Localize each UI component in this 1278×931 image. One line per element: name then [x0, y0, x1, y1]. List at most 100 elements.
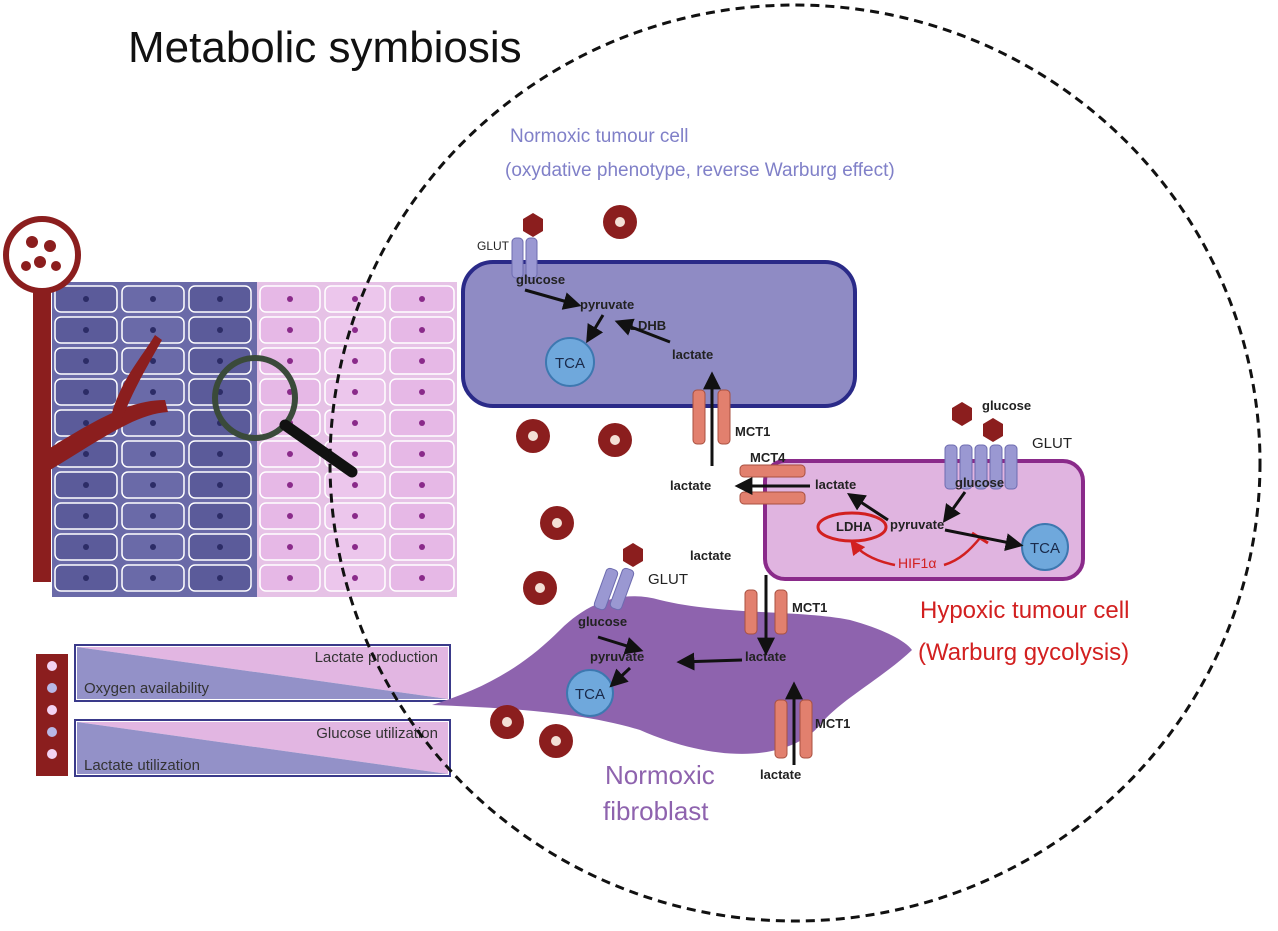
fibroblast-tca-label: TCA [575, 686, 605, 703]
cell-nucleus [419, 513, 425, 519]
cell-nucleus [419, 482, 425, 488]
zoom-circle [328, 3, 1262, 923]
cell-nucleus [150, 544, 156, 550]
cell-nucleus [83, 513, 89, 519]
cell-nucleus [150, 389, 156, 395]
normoxic-pyruvate-label: pyruvate [580, 297, 634, 312]
cell-nucleus [352, 482, 358, 488]
lactate-production-label: Lactate production [315, 649, 438, 666]
normoxic-lactate-label: lactate [672, 347, 713, 362]
cell-nucleus [83, 389, 89, 395]
hypoxic-cell-body [763, 459, 1085, 581]
cell-nucleus [83, 482, 89, 488]
red-blood-cells [490, 205, 637, 758]
cell-nucleus [83, 451, 89, 457]
fibroblast-mct-upper-label: MCT1 [792, 600, 827, 615]
hif-label: HIF1α [898, 555, 936, 571]
cell-nucleus [352, 575, 358, 581]
cell-nucleus [217, 358, 223, 364]
cell-nucleus [352, 513, 358, 519]
glucose-utilization-label: Glucose utilization [316, 725, 438, 742]
cell-nucleus [83, 544, 89, 550]
fibroblast-mct-lower-label: MCT1 [815, 716, 850, 731]
cell-nucleus [419, 420, 425, 426]
fibroblast-body [432, 596, 912, 754]
normoxic-fibroblast: GLUT glucose pyruvate lactate TCA lactat… [432, 543, 912, 826]
hypoxic-tumour-cell: glucose GLUT glucose pyruvate lactate LD… [670, 398, 1129, 666]
cell-nucleus [83, 420, 89, 426]
cell-nucleus [83, 327, 89, 333]
tissue-section [3, 216, 457, 597]
fibroblast-glucose-label: glucose [578, 614, 627, 629]
hypoxic-glut-label: GLUT [1032, 435, 1072, 452]
cell-nucleus [217, 513, 223, 519]
fibroblast-upper-mct-icon [744, 589, 788, 635]
normoxic-glut-label: GLUT [477, 239, 510, 253]
fibroblast-glut-label: GLUT [648, 571, 688, 588]
cell-nucleus [352, 420, 358, 426]
normoxic-tca-icon [545, 337, 595, 387]
cell-nucleus [419, 358, 425, 364]
hypoxic-glucose-label: glucose [955, 475, 1004, 490]
cell-nucleus [352, 358, 358, 364]
normoxic-glucose-label: glucose [516, 272, 565, 287]
cell-nucleus [217, 327, 223, 333]
normoxic-mct-transporter-icon [692, 389, 731, 445]
cell-nucleus [217, 482, 223, 488]
cell-nucleus [217, 451, 223, 457]
cell-nucleus [419, 451, 425, 457]
cell-nucleus [150, 451, 156, 457]
lactate-utilization-wedge [77, 722, 448, 774]
cell-nucleus [287, 358, 293, 364]
rbc-icon [603, 205, 637, 239]
diagram-title: Metabolic symbiosis [128, 23, 522, 72]
cell-nucleus [352, 544, 358, 550]
hypoxic-glut-transporter-icon [944, 444, 1018, 490]
cell-nucleus [352, 327, 358, 333]
cell-nucleus [287, 296, 293, 302]
rbc-icon [523, 571, 557, 605]
cell-nucleus [150, 358, 156, 364]
glucose-hexagon-icon [623, 543, 643, 567]
fibroblast-lower-mct-icon [774, 699, 813, 759]
fibroblast-lactate-top-label: lactate [690, 548, 731, 563]
fibroblast-glut-transporter-icon [593, 567, 635, 611]
cell-nucleus [287, 482, 293, 488]
cell-nucleus [83, 358, 89, 364]
hypoxic-pyruvate-label: pyruvate [890, 517, 944, 532]
cell-nucleus [287, 575, 293, 581]
cell-nucleus [217, 544, 223, 550]
cell-nucleus [287, 327, 293, 333]
glut-transporter-icon [511, 237, 538, 279]
cell-nucleus [419, 327, 425, 333]
fibroblast-lactate-bottom-label: lactate [760, 767, 801, 782]
hypoxic-lactate-label: lactate [815, 477, 856, 492]
cell-nucleus [150, 513, 156, 519]
normoxic-cell-title: Normoxic tumour cell [510, 126, 688, 147]
gradient-panel: Lactate production Oxygen availability G… [36, 644, 451, 777]
normoxic-ldh-label: LDHB [630, 318, 666, 333]
normoxic-cell-subtitle: (oxydative phenotype, reverse Warburg ef… [505, 160, 895, 181]
normoxic-mct-label: MCT1 [735, 424, 770, 439]
cell-nucleus [150, 575, 156, 581]
rbc-icon [516, 419, 550, 453]
cell-nucleus [217, 575, 223, 581]
cell-nucleus [419, 296, 425, 302]
cell-nucleus [352, 296, 358, 302]
glucose-hexagon-icon [523, 213, 543, 237]
cell-nucleus [150, 482, 156, 488]
hypoxic-lactate-out-label: lactate [670, 478, 711, 493]
normoxic-tumour-cell: Normoxic tumour cell (oxydative phenotyp… [461, 126, 895, 466]
fibroblast-title-line2: fibroblast [603, 796, 709, 826]
cell-nucleus [287, 451, 293, 457]
normoxic-tca-label: TCA [555, 355, 585, 372]
cell-nucleus [83, 296, 89, 302]
hypoxic-glucose-outside-label: glucose [982, 398, 1031, 413]
hypoxic-mct-label: MCT4 [750, 450, 786, 465]
hypoxic-ldh-label: LDHA [836, 519, 873, 534]
rbc-icon [490, 705, 524, 739]
cell-nucleus [150, 296, 156, 302]
cell-nucleus [419, 544, 425, 550]
cell-nucleus [352, 451, 358, 457]
